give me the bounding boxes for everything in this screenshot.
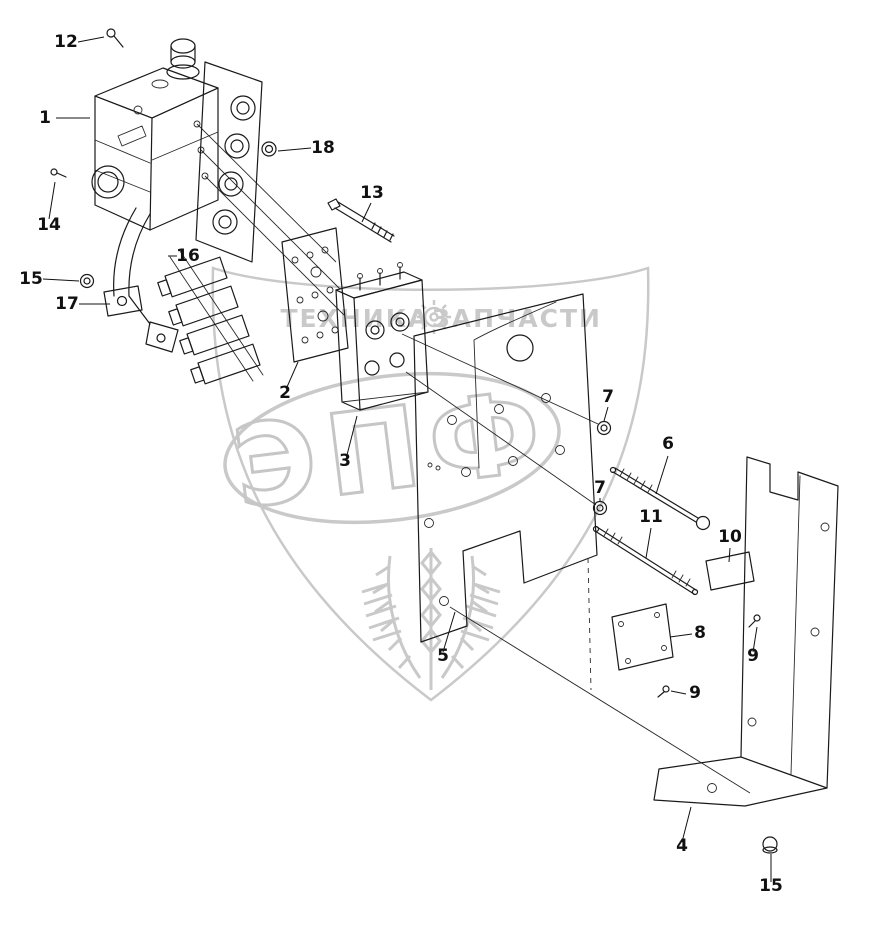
callout-labels: 12 1 18 13 14 15 16 17 2 3 7 6 7 11 10 8… (19, 32, 783, 896)
fitting-18 (261, 141, 277, 157)
screw-9-right (748, 614, 761, 628)
watermark-shield (211, 266, 650, 702)
breather-cap (166, 38, 200, 80)
control-unit-assembly (91, 38, 264, 385)
part-label-9-lower: 9 (689, 683, 701, 703)
part-label-5: 5 (437, 646, 449, 666)
part-label-16: 16 (176, 246, 200, 266)
part-label-2: 2 (279, 383, 291, 403)
cover-plate-8 (611, 603, 674, 671)
part-label-9-right: 9 (747, 646, 759, 666)
watermark: ТЕХНИКА ЗАПЧАСТИ ЭПФ (211, 266, 650, 702)
screw-14 (50, 168, 67, 178)
part-label-15-left: 15 (19, 269, 43, 289)
part-label-1: 1 (39, 108, 51, 128)
bolt-12 (106, 28, 124, 48)
part-label-10: 10 (718, 527, 742, 547)
round-connector (91, 165, 125, 199)
watermark-word-right: ЗАПЧАСТИ (432, 304, 602, 333)
part-label-14: 14 (37, 215, 61, 235)
fastener-15-bottom (762, 836, 778, 854)
screw-9-lower (657, 685, 670, 698)
part-label-18: 18 (311, 138, 335, 158)
part-label-7-upper: 7 (602, 387, 614, 407)
mounting-plate (413, 293, 598, 643)
watermark-wheat (361, 548, 501, 690)
manifold-block (335, 262, 429, 411)
strap-bracket (103, 207, 179, 353)
part-label-6: 6 (662, 434, 674, 454)
alignment-lines (193, 120, 751, 794)
valve-bank (195, 61, 263, 263)
watermark-brand: ЭПФ (227, 366, 557, 534)
part-label-15-bottom: 15 (759, 876, 783, 896)
part-label-12: 12 (54, 32, 78, 52)
washer-7-upper (596, 420, 612, 436)
mounting-bracket-4 (653, 456, 839, 807)
part-label-11: 11 (639, 507, 663, 527)
part-label-3: 3 (339, 451, 351, 471)
part-label-13: 13 (360, 183, 384, 203)
washer-15-left (79, 273, 95, 289)
part-label-17: 17 (55, 294, 79, 314)
gasket-plate (281, 227, 349, 363)
bolt-13 (327, 198, 395, 243)
relay-stack (157, 250, 264, 385)
leader-lines (42, 36, 772, 882)
small-plate-10 (705, 551, 755, 591)
part-label-4: 4 (676, 836, 688, 856)
part-label-7-lower: 7 (594, 478, 606, 498)
part-label-8: 8 (694, 623, 706, 643)
stud-11 (592, 525, 699, 596)
